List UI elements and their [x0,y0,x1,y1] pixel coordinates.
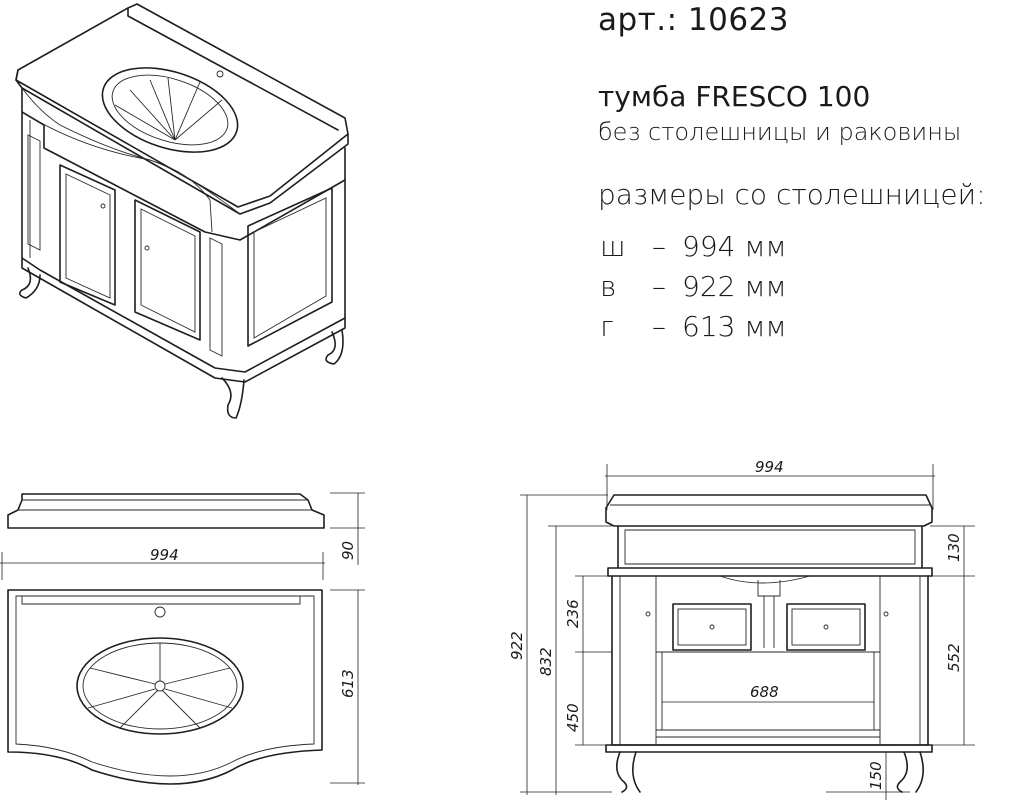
product-name: тумба FRESCO 100 [598,80,871,113]
countertop-profile: 90 994 [0,492,365,580]
dimension-letter: в [600,270,617,303]
dim-body-height: 832 [537,647,555,676]
countertop-plan: 613 [7,589,365,785]
dim-leg-height: 150 [867,761,885,790]
dimension-dash: – [652,310,666,343]
dimension-dash: – [652,230,666,263]
dimension-value: 613 мм [682,310,787,343]
dim-top-thickness: 90 [339,541,357,560]
dimension-letter: ш [600,230,626,263]
article-number: арт.: 10623 [598,2,790,38]
dim-drawer-height: 236 [564,599,582,628]
sizes-title: размеры со столешницей: [598,178,986,211]
dim-side-height: 552 [945,643,963,672]
front-elevation: 994 688 [508,458,975,800]
dim-top-width: 994 [150,546,179,564]
dimension-value: 994 мм [682,230,787,263]
dimension-value: 922 мм [682,270,787,303]
product-subtitle: без столешницы и раковины [598,118,962,146]
dim-total-height: 922 [508,631,526,660]
dimension-letter: г [600,310,614,343]
dim-top-depth: 613 [339,669,357,698]
dimension-dash: – [652,270,666,303]
dim-lower-height: 450 [564,703,582,732]
isometric-view [15,3,349,419]
dim-top-section: 130 [945,533,963,562]
dim-front-width: 994 [755,458,784,476]
dim-inner-width: 688 [750,683,779,701]
